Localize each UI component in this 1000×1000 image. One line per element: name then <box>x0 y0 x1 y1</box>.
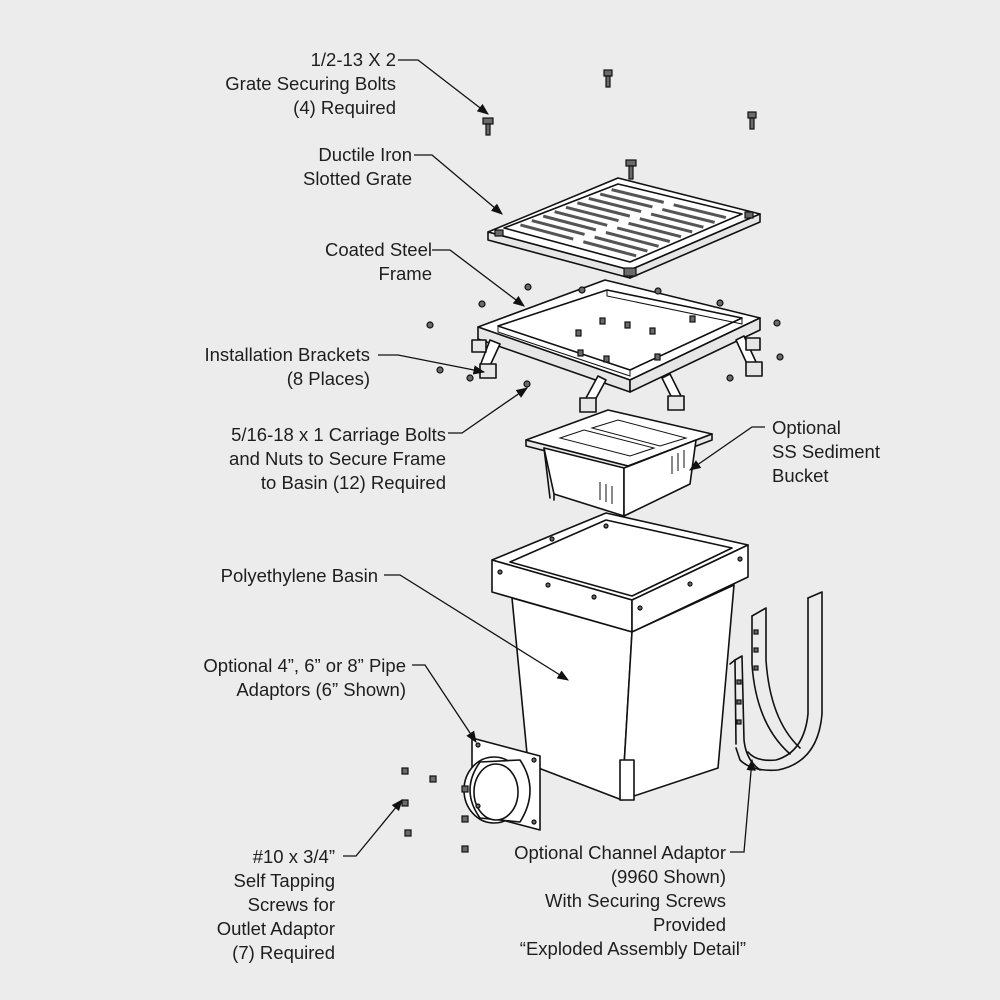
label-basin: Polyethylene Basin <box>220 565 378 586</box>
slotted-grate <box>487 177 761 279</box>
grate-slot <box>542 214 597 232</box>
grate-slot <box>673 203 727 220</box>
carriage-bolts <box>426 283 784 388</box>
pipe-adaptor <box>463 737 541 831</box>
installation-brackets <box>471 335 763 413</box>
grate-bolt <box>603 69 613 88</box>
grate-slot <box>650 212 704 229</box>
grate-slot <box>662 207 715 224</box>
grate-slot <box>520 223 574 241</box>
diagram-caption: “Exploded Assembly Detail” <box>519 938 746 959</box>
leader-lines <box>343 59 765 857</box>
grate-slot <box>565 205 619 223</box>
grate-slot <box>582 240 637 258</box>
label-channel-adaptor: Optional Channel Adaptor(9960 Shown)With… <box>514 842 726 935</box>
grate-slot <box>577 201 631 218</box>
grate-slot <box>531 219 585 236</box>
steel-frame <box>471 279 763 413</box>
grate-bolt <box>625 159 637 180</box>
grate-bolt <box>482 117 494 136</box>
grate-slot <box>599 192 653 209</box>
grate-bolt <box>747 111 757 130</box>
polyethylene-basin <box>491 512 749 801</box>
label-brackets: Installation Brackets(8 Places) <box>204 344 370 389</box>
self-tapping-screws <box>401 767 469 853</box>
grate-slot <box>616 226 671 243</box>
grate-slot <box>554 210 608 227</box>
grate-slot <box>594 235 648 253</box>
grate-slot <box>628 221 682 239</box>
grate-slot <box>588 196 642 214</box>
channel-adaptor <box>729 591 823 772</box>
grate-slot <box>605 231 659 248</box>
grate-bolts <box>482 69 757 180</box>
sediment-bucket <box>525 409 713 517</box>
grate-slot <box>611 188 665 204</box>
grate-slot <box>639 217 693 234</box>
